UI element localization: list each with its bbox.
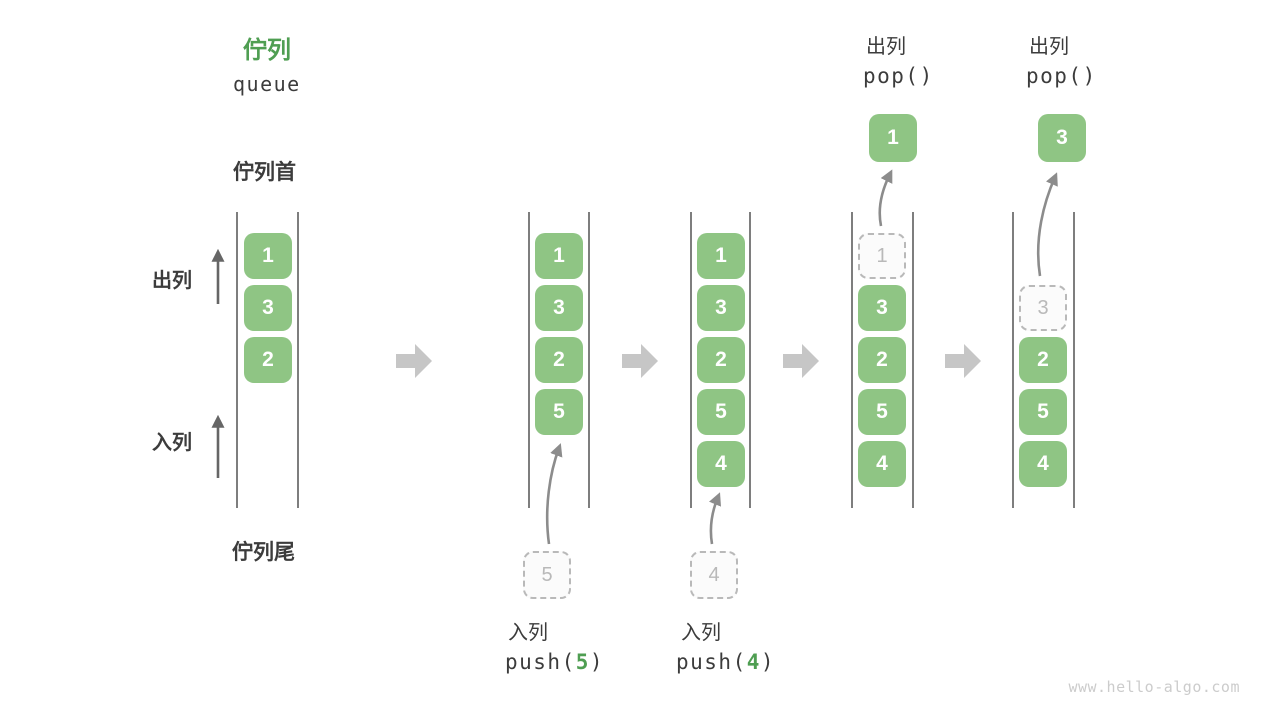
pop-arrow-icon [878, 169, 893, 227]
dequeue-side-label: 出列 [152, 270, 192, 292]
incoming-item-placeholder: 5 [523, 551, 571, 599]
queue-item: 1 [535, 233, 583, 279]
push-arrow-icon [545, 443, 563, 545]
queue-item: 5 [858, 389, 906, 435]
queue-item: 4 [1019, 441, 1067, 487]
push-call-prefix: push( [505, 650, 576, 674]
queue-item: 3 [697, 285, 745, 331]
push-call-arg: 5 [575, 650, 590, 674]
dequeue-op-label: 出列 [866, 36, 906, 58]
push-call-text: push(4) [676, 650, 775, 674]
queue-item: 2 [244, 337, 292, 383]
watermark: www.hello-algo.com [1068, 678, 1240, 696]
enqueue-op-label: 入列 [508, 622, 548, 644]
removed-item-placeholder: 1 [858, 233, 906, 279]
queue-item: 5 [1019, 389, 1067, 435]
queue-item: 2 [535, 337, 583, 383]
diagram-title-en: queue [233, 72, 301, 96]
incoming-item-placeholder: 4 [690, 551, 738, 599]
diagram-title-zh: 佇列 [243, 37, 291, 64]
queue-item: 5 [535, 389, 583, 435]
queue-item: 4 [858, 441, 906, 487]
queue-front-label: 佇列首 [233, 161, 296, 184]
popped-item: 1 [869, 114, 917, 162]
pop-arrow-icon [1036, 172, 1058, 277]
pop-call-text: pop() [1026, 64, 1097, 88]
push-call-prefix: push( [676, 650, 747, 674]
removed-item-placeholder: 3 [1019, 285, 1067, 331]
queue-item: 2 [697, 337, 745, 383]
step-arrow-icon [945, 344, 981, 378]
queue-wall-lines [236, 212, 1075, 508]
queue-item: 1 [244, 233, 292, 279]
enqueue-side-label: 入列 [152, 432, 192, 454]
push-call-suffix: ) [589, 650, 605, 674]
queue-item: 5 [697, 389, 745, 435]
step-arrow-icon [622, 344, 658, 378]
step-arrow-icon [783, 344, 819, 378]
push-call-arg: 4 [746, 650, 761, 674]
dequeue-op-label: 出列 [1029, 36, 1069, 58]
push-arrow-icon [709, 492, 722, 545]
queue-item: 3 [535, 285, 583, 331]
queue-item: 4 [697, 441, 745, 487]
queue-item: 3 [858, 285, 906, 331]
queue-rear-label: 佇列尾 [232, 541, 295, 564]
enqueue-op-label: 入列 [681, 622, 721, 644]
push-call-suffix: ) [760, 650, 776, 674]
push-call-text: push(5) [505, 650, 604, 674]
step-arrow-icon [396, 344, 432, 378]
queue-item: 3 [244, 285, 292, 331]
queue-item: 2 [1019, 337, 1067, 383]
popped-item: 3 [1038, 114, 1086, 162]
queue-item: 1 [697, 233, 745, 279]
pop-call-text: pop() [863, 64, 934, 88]
queue-item: 2 [858, 337, 906, 383]
